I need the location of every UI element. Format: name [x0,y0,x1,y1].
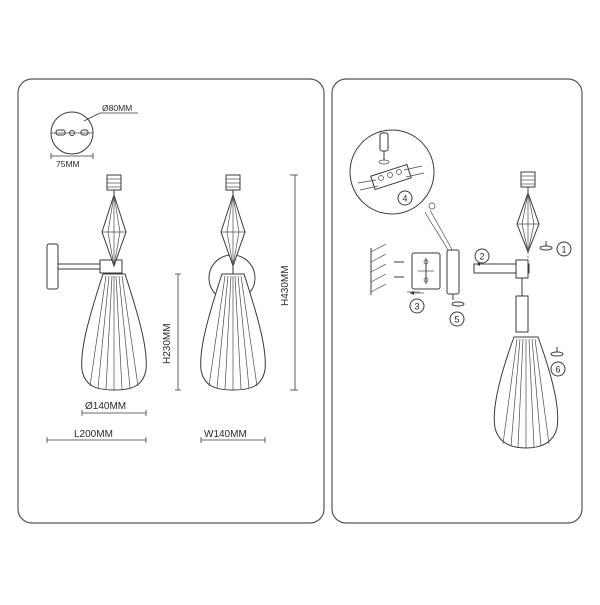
installation-panel [331,78,583,524]
shade-height-label: H230MM [162,323,173,364]
dimensions-panel [17,78,325,524]
step-1-number: 1 [561,245,566,255]
step-2: 2 [474,248,490,264]
step-4-number: 4 [402,194,407,204]
length-label: L200MM [74,429,113,440]
shade-diameter-label: Ø140MM [85,401,126,412]
width-label: W140MM [204,429,247,440]
diamond-cage-exploded [516,171,540,254]
shade-exploded [493,336,559,449]
step-6-number: 6 [555,365,560,375]
step-5: 5 [449,311,465,327]
mount-diameter-label: Ø80MM [102,103,132,113]
total-height-label: H430MM [280,265,291,306]
lamp-side-view [46,174,147,391]
mounting-bracket [411,202,460,300]
step-4: 4 [397,190,413,206]
assembly-arrows [410,241,564,357]
wiring-detail-bubble [349,129,435,215]
step-5-number: 5 [454,315,459,325]
lamp-arm [473,259,530,333]
step-2-number: 2 [479,252,484,262]
step-3: 3 [409,298,425,314]
lamp-front-view [200,174,266,391]
dimension-lines [46,174,298,443]
mount-spacing-label: 75MM [56,159,80,169]
mount-plate-top-view [50,111,138,159]
step-6: 6 [550,361,566,377]
step-3-number: 3 [414,302,419,312]
step-1: 1 [556,241,572,257]
wall-section [370,243,420,295]
